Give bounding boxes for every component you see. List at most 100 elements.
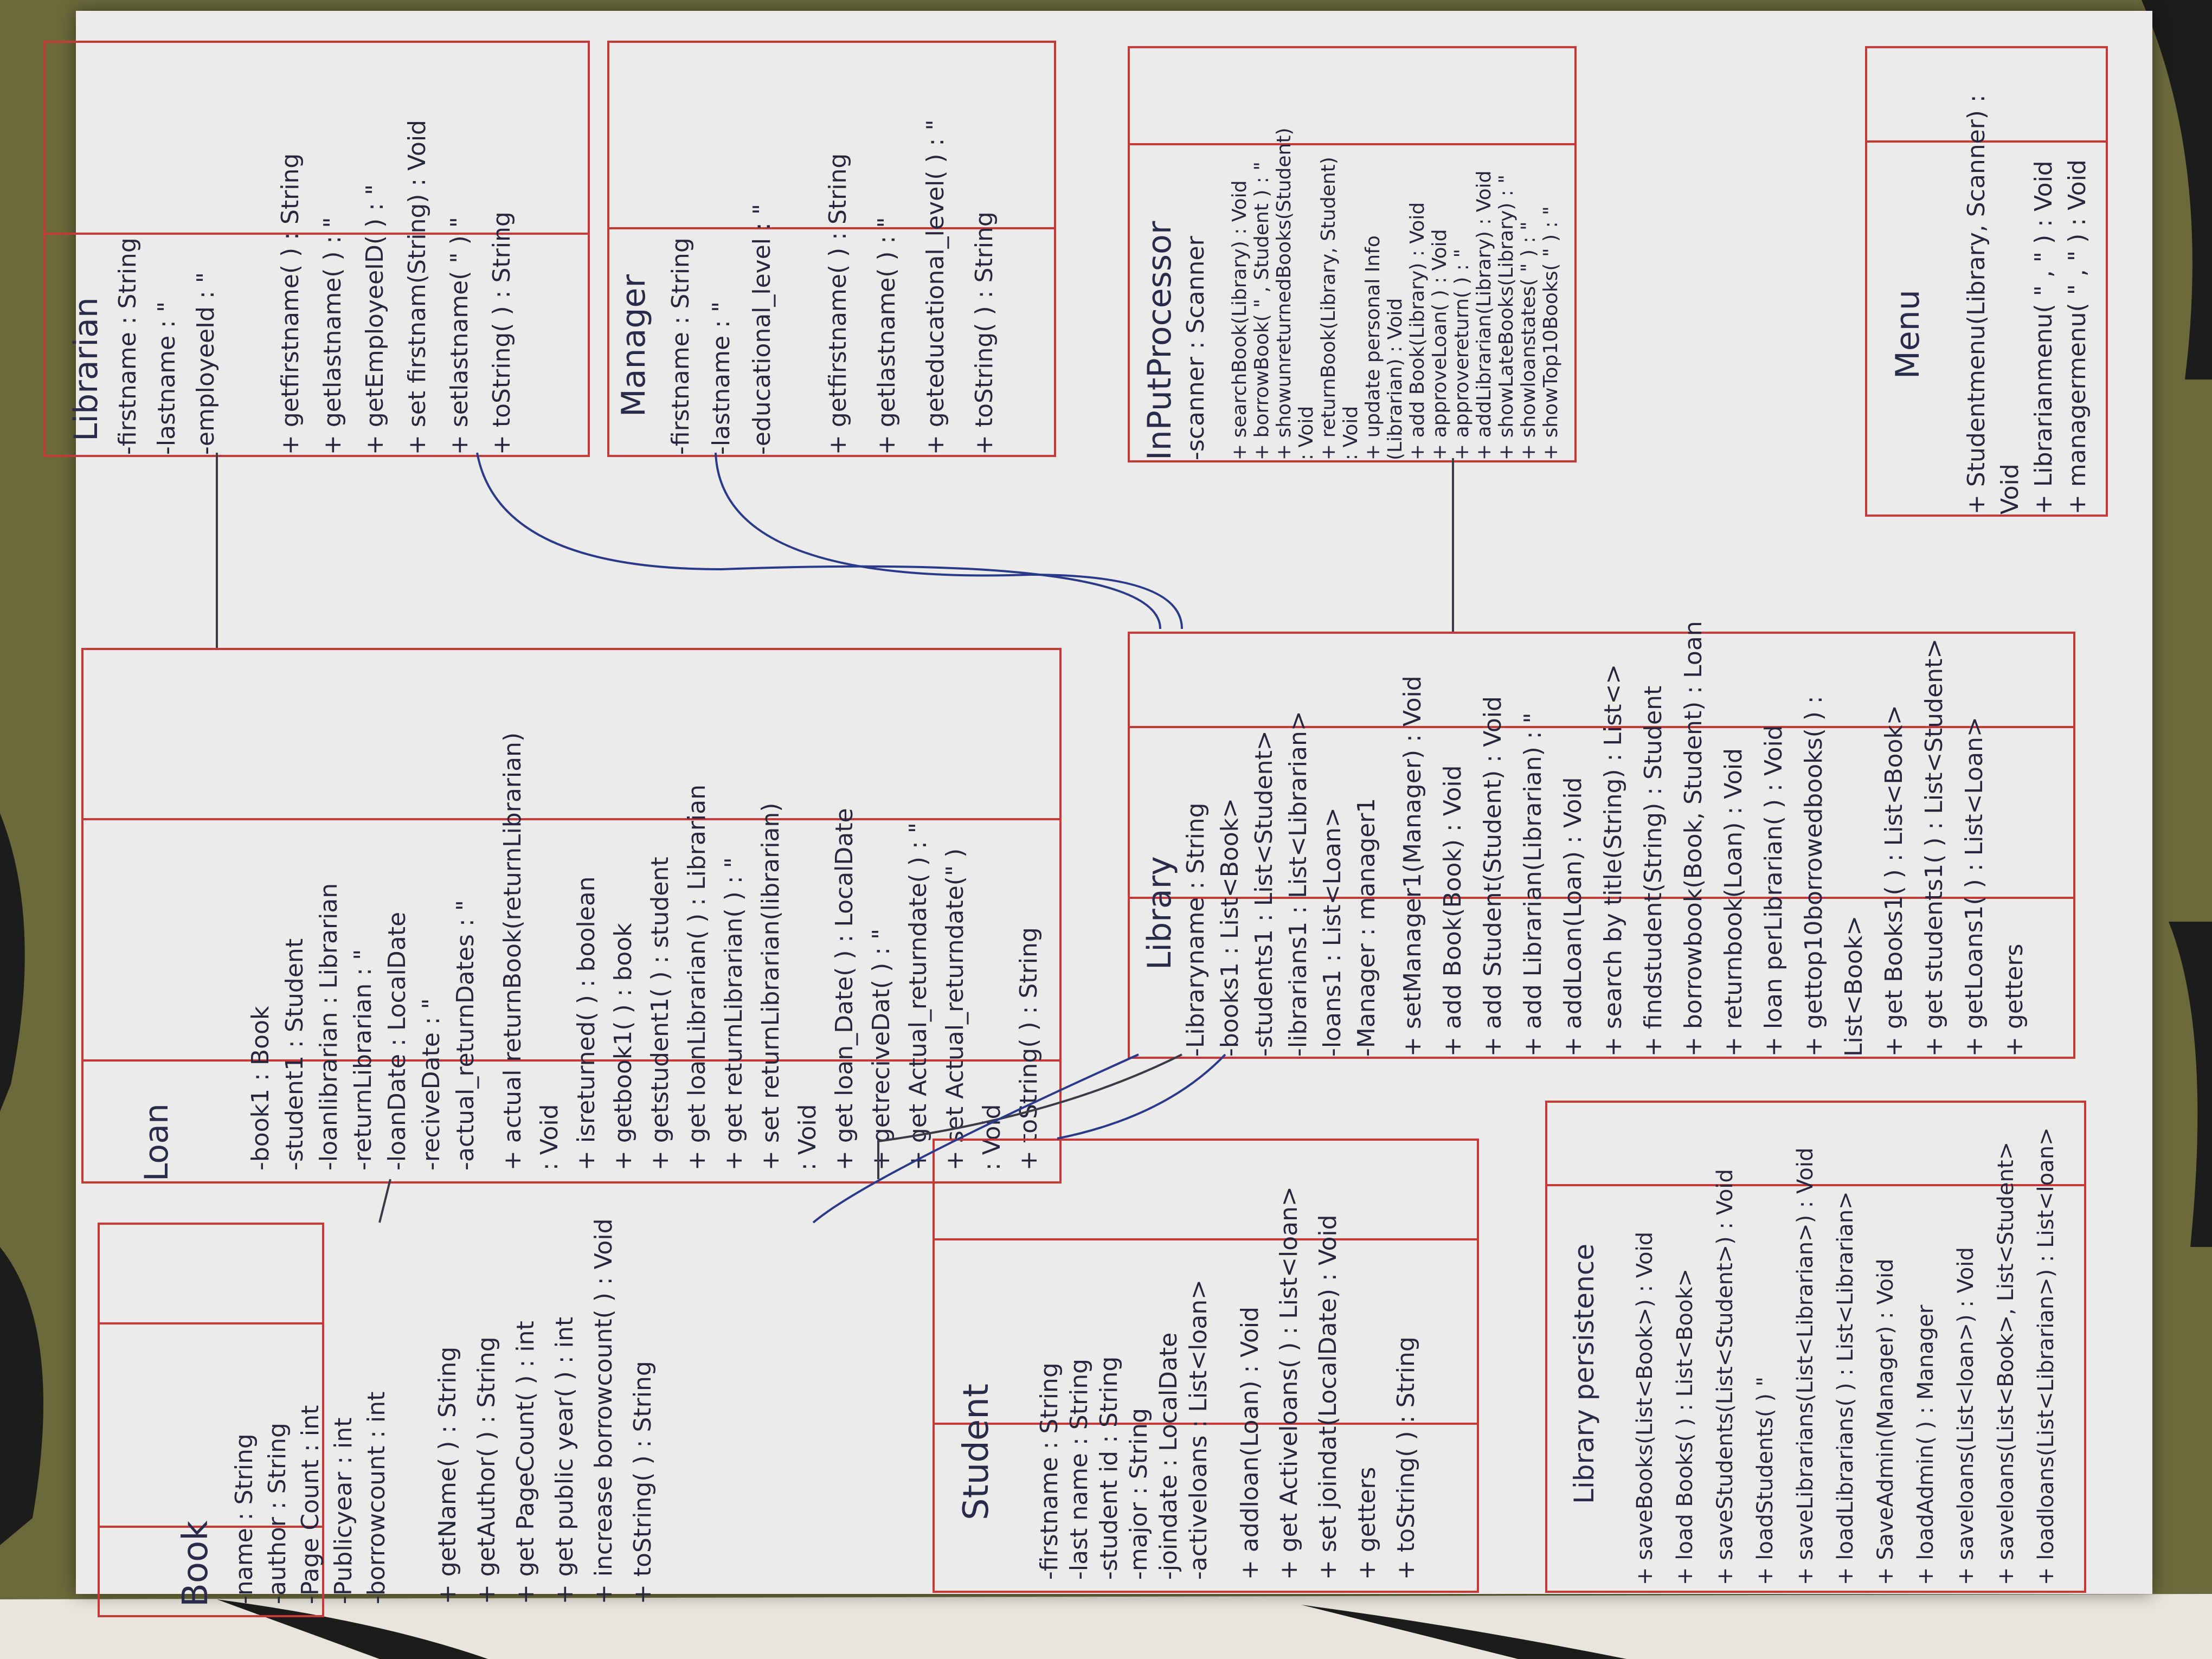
attribute: -borrowcount : int [363,1391,390,1604]
library-class: Library -Libraryname : String -books1 : … [1128,621,2075,1059]
class-name: Book [176,1520,216,1607]
attribute: -actual_returnDates : " [452,899,479,1171]
attribute: -activeloans : List<loan> [1185,1279,1212,1580]
class-name: Librarian [67,297,105,441]
operation: + getters [1353,1467,1381,1580]
operation: + add Book(Library) : Void [1406,202,1429,460]
operation: + getreciveDat( ) : " [867,928,895,1171]
operation: + toString( ) : String [1392,1336,1420,1580]
attribute: -loans1 : List<Loan> [1319,807,1346,1057]
operation: + geteducational_level( ) : " [922,119,949,455]
attribute: -Libraryname : String [1182,802,1210,1057]
operation: + saveStudents(List<Student>) : Void [1713,1169,1738,1585]
operation: + get loanLibrarian( ) : Librarian [683,785,711,1171]
librarian-class: Librarian -firstname : String -lastname … [43,41,590,457]
attribute: -student id : String [1095,1356,1123,1580]
operation: + approvereturn( ) : " [1451,248,1473,460]
operation: + update personal Info [1362,235,1384,460]
operation: + saveloans(List<Book>, List<Student> [1994,1141,2018,1585]
operation: + get Activeloans( ) : List<loan> [1275,1186,1303,1580]
operation: + saveLibrarians(List<Librarian>) : Void [1793,1147,1818,1585]
operation: + set joindat(LocalDate) : Void [1314,1214,1342,1580]
operation: + gettop10borrowedbooks( ) : [1800,696,1828,1057]
operation: + getEmployeeID( ) : " [361,184,389,455]
operation: + managermenu( " , " ) : Void [2063,159,2091,515]
class-name: Loan [138,1103,176,1181]
operation: + getfirstname( ) : String [824,153,852,455]
manager-class: Manager -firstname : String -lastname : … [607,41,1056,457]
operation: + saveloans(List<loan>) : Void [1953,1247,1978,1585]
operation: Void [1996,464,2024,515]
operation: + add Student(Student) : Void [1479,696,1507,1057]
attribute: -employeeId : " [192,272,220,455]
operation: + approveLoan( ) : Void [1429,229,1451,460]
operation: + setManager1(Manager) : Void [1399,676,1426,1057]
operation: + add Book(Book) : Void [1439,765,1467,1057]
operation: : Void [1340,406,1362,460]
operation: + borrowBook( " , Student ) : " [1251,162,1273,460]
operation: (Librarian) : Void [1384,298,1406,460]
operation: + load Books( ) : List<Book> [1673,1268,1697,1585]
operation: + saveBooks(List<Book>) : Void [1632,1231,1657,1585]
operation: : Void [794,1104,821,1171]
operation: : Void [536,1104,563,1171]
operation: + toString( ) : String [970,211,998,455]
operation: + getfirstname( ) : String [276,153,304,455]
operation: + loadLibrarians( ) : List<Librarian> [1833,1191,1858,1585]
operation: + searchBook(Library) : Void [1229,180,1251,460]
operation: + borrowbook(Book, Student) : Loan [1680,621,1707,1057]
operation: + getAuthor( ) : String [473,1336,500,1604]
operation: + getbook1( ) : book [609,923,637,1171]
operation: + getName( ) : String [434,1346,461,1604]
attribute: -last name : String [1065,1358,1093,1580]
operation: + showTop10Books( " ) : " [1540,206,1562,460]
class-name: Manager [615,274,653,417]
attribute: -Page Count : int [297,1405,324,1604]
operation: + actual returnBook(returnLibrarian) [499,732,526,1171]
operation: + loadStudents( ) " [1753,1376,1778,1585]
operation: + getstudent1( ) : student [646,857,674,1171]
operation: + isreturned( ) : boolean [573,876,600,1171]
operation: + showLateBooks(Library) : " [1495,175,1517,460]
attribute: -lastname : " [708,301,735,455]
attribute: -students1 : List<Student> [1250,730,1278,1057]
operation: + search by title(String) : List<> [1599,664,1627,1057]
operation: + returnbook(Loan) : Void [1720,748,1747,1057]
operation: + loan perLibrarian( ) : Void [1760,725,1787,1057]
operation: + loadloans(List<Librarian>) : List<loan… [2034,1127,2059,1585]
class-name: Library [1141,856,1179,970]
operation: + Librarianmenu( " , " ) : Void [2030,160,2057,515]
attribute: -loanDate : LocalDate [383,911,411,1171]
operation: + increase borrowcount( ) : Void [590,1218,618,1605]
operation: + SaveAdmin(Manager) : Void [1873,1258,1898,1585]
attribute: -Publicyear : int [330,1417,357,1604]
attribute: -firstname : String [114,237,142,455]
menu-class: Menu + Studentmenu(Library, Scanner) : V… [1865,46,2108,517]
paper-sheet [76,11,2152,1594]
attribute: -educational_level : " [748,203,776,455]
inputprocessor-class: InPutProcessor -scanner : Scanner + sear… [1128,46,1577,462]
operation: List<Book> [1840,915,1868,1057]
operation: + getlastname( ) : " [873,217,901,455]
operation: + add Librarian(Librarian) : " [1519,712,1547,1057]
operation: + set Actual_returndate(" ) [941,848,969,1171]
operation: + get loan_Date( ) : LocalDate [831,808,858,1171]
operation: + returnBook(Library, Student) [1317,157,1340,460]
attribute: -book1 : Book [247,1006,274,1171]
operation: + toString( ) : String [488,211,516,455]
class-name: InPutProcessor [1141,221,1179,460]
loan-class: Loan -book1 : Book -student1 : Student -… [81,648,1062,1184]
librarypersistence-class: Library persistence + saveBooks(List<Boo… [1545,1101,2086,1593]
operation: + addloan(Loan) : Void [1236,1306,1264,1580]
operation: + addLoan(Loan) : Void [1559,777,1587,1057]
attribute: -lastname : " [153,301,181,455]
operation: + setlastname( " ) " [446,216,473,455]
attribute: -Manager : manager1 [1353,798,1380,1057]
operation: + showloanstates( " ) : " [1517,221,1540,460]
class-name: Menu [1889,290,1927,379]
operation: + get returnLibrarian( ) : " [720,857,748,1171]
attribute: -books1 : List<Book> [1216,798,1244,1057]
attribute: -reciveDate : " [417,998,445,1171]
operation: + getLoans1( ) : List<Loan> [1960,717,1988,1057]
